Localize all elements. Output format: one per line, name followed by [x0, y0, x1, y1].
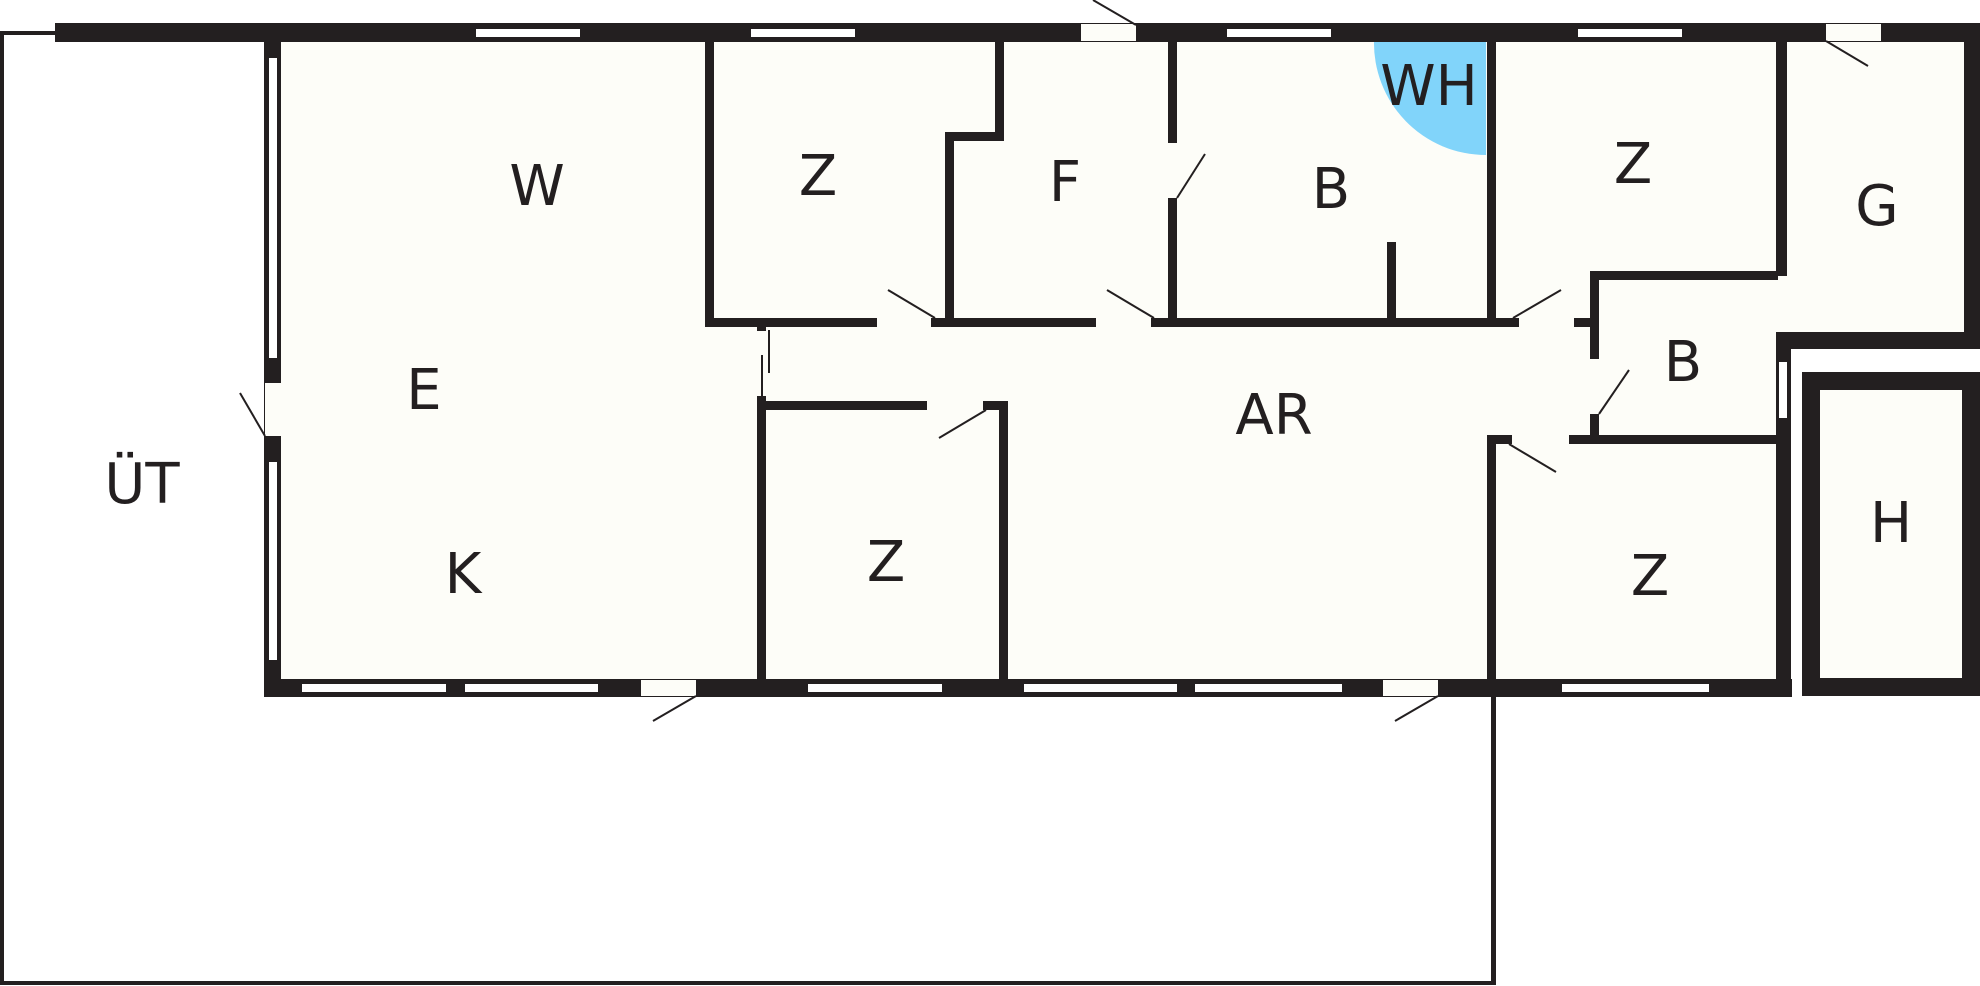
room-label-g: G	[1855, 174, 1898, 239]
room-label-z1: Z	[799, 144, 837, 209]
wall-f-stub-h	[945, 132, 1004, 141]
door-swing-b2	[1598, 369, 1630, 415]
door-swing-b1-left	[1176, 153, 1206, 199]
window-bottom-5	[1195, 684, 1342, 692]
room-label-b2: B	[1664, 330, 1702, 395]
window-top-4	[1578, 29, 1682, 37]
wall-z3-right	[999, 401, 1008, 686]
door-swing-top-2	[1825, 40, 1869, 67]
door-swing-z1	[887, 289, 936, 319]
room-label-h: H	[1870, 491, 1912, 556]
room-label-f: F	[1049, 150, 1081, 215]
door-swing-top-1	[1092, 0, 1137, 26]
water-heater-fixture	[1373, 40, 1486, 155]
window-bottom-4	[1024, 684, 1177, 692]
door-gap-top-1	[1081, 24, 1136, 41]
wall-f-left	[945, 132, 954, 327]
door-swing-z2	[1512, 289, 1562, 319]
wall-z3-left	[757, 396, 766, 686]
wall-b2-left-bottom	[1590, 414, 1599, 444]
door-swing-z4	[1508, 443, 1557, 473]
window-b2-right	[1779, 362, 1787, 418]
room-label-e: E	[406, 358, 441, 423]
wall-b2-top	[1590, 271, 1778, 280]
wall-top	[55, 23, 1978, 42]
wall-g-bottom	[1776, 332, 1980, 349]
door-swing-left	[239, 392, 266, 437]
door-gap-bottom-2	[1383, 680, 1438, 696]
storage-h-inner	[1820, 390, 1962, 678]
room-label-wh: WH	[1380, 54, 1477, 119]
wall-divider-post	[757, 325, 766, 331]
wall-z3-top-stub	[983, 401, 1008, 410]
wall-right-house	[1776, 332, 1791, 696]
window-left-1	[269, 58, 277, 358]
wall-g-left	[1776, 40, 1787, 276]
wall-z4-top-stub	[1487, 435, 1512, 444]
wall-z4-left	[1487, 435, 1496, 686]
wall-z1-bottom-a	[705, 318, 877, 327]
storage-g-floor	[1782, 27, 1978, 341]
room-label-k: K	[445, 542, 483, 607]
door-swing-z3	[938, 409, 987, 439]
wall-b1-bottom	[1151, 318, 1519, 327]
window-top-1	[476, 29, 580, 37]
window-bottom-3	[808, 684, 942, 692]
window-left-2	[269, 462, 277, 660]
wall-b2-left-top	[1590, 271, 1599, 359]
wall-b2-stub-top	[1574, 318, 1599, 327]
room-label-w: W	[509, 154, 564, 219]
door-swing-bottom-2	[1394, 695, 1439, 722]
door-swing-bottom-1	[652, 695, 697, 722]
wall-b1-stub	[1387, 242, 1396, 322]
room-label-b1: B	[1312, 157, 1350, 222]
wall-b1-left-bottom	[1168, 198, 1177, 327]
door-gap-top-2	[1826, 24, 1881, 41]
wall-z3-top	[757, 401, 927, 410]
room-label-z2: Z	[1614, 132, 1652, 197]
door-gap-bottom-1	[641, 680, 696, 696]
wall-z2-left	[1487, 40, 1496, 327]
window-bottom-2	[465, 684, 598, 692]
wall-b2-bottom	[1569, 435, 1778, 444]
window-top-2	[751, 29, 855, 37]
room-label-z4: Z	[1631, 544, 1669, 609]
wall-z1-left	[705, 40, 714, 327]
wall-f-bottom	[931, 318, 1096, 327]
door-gap-left	[265, 383, 281, 436]
door-swing-f	[1106, 289, 1155, 319]
wall-b1-left-top	[1168, 40, 1177, 143]
room-label-ut: ÜT	[104, 452, 180, 517]
house-floor	[272, 27, 1788, 690]
window-top-3	[1227, 29, 1331, 37]
wall-g-right	[1964, 23, 1980, 349]
window-bottom-1	[302, 684, 446, 692]
room-label-z3: Z	[867, 530, 905, 595]
wall-f-stub-v	[995, 40, 1004, 141]
room-label-ar: AR	[1235, 383, 1312, 448]
window-bottom-6	[1562, 684, 1709, 692]
